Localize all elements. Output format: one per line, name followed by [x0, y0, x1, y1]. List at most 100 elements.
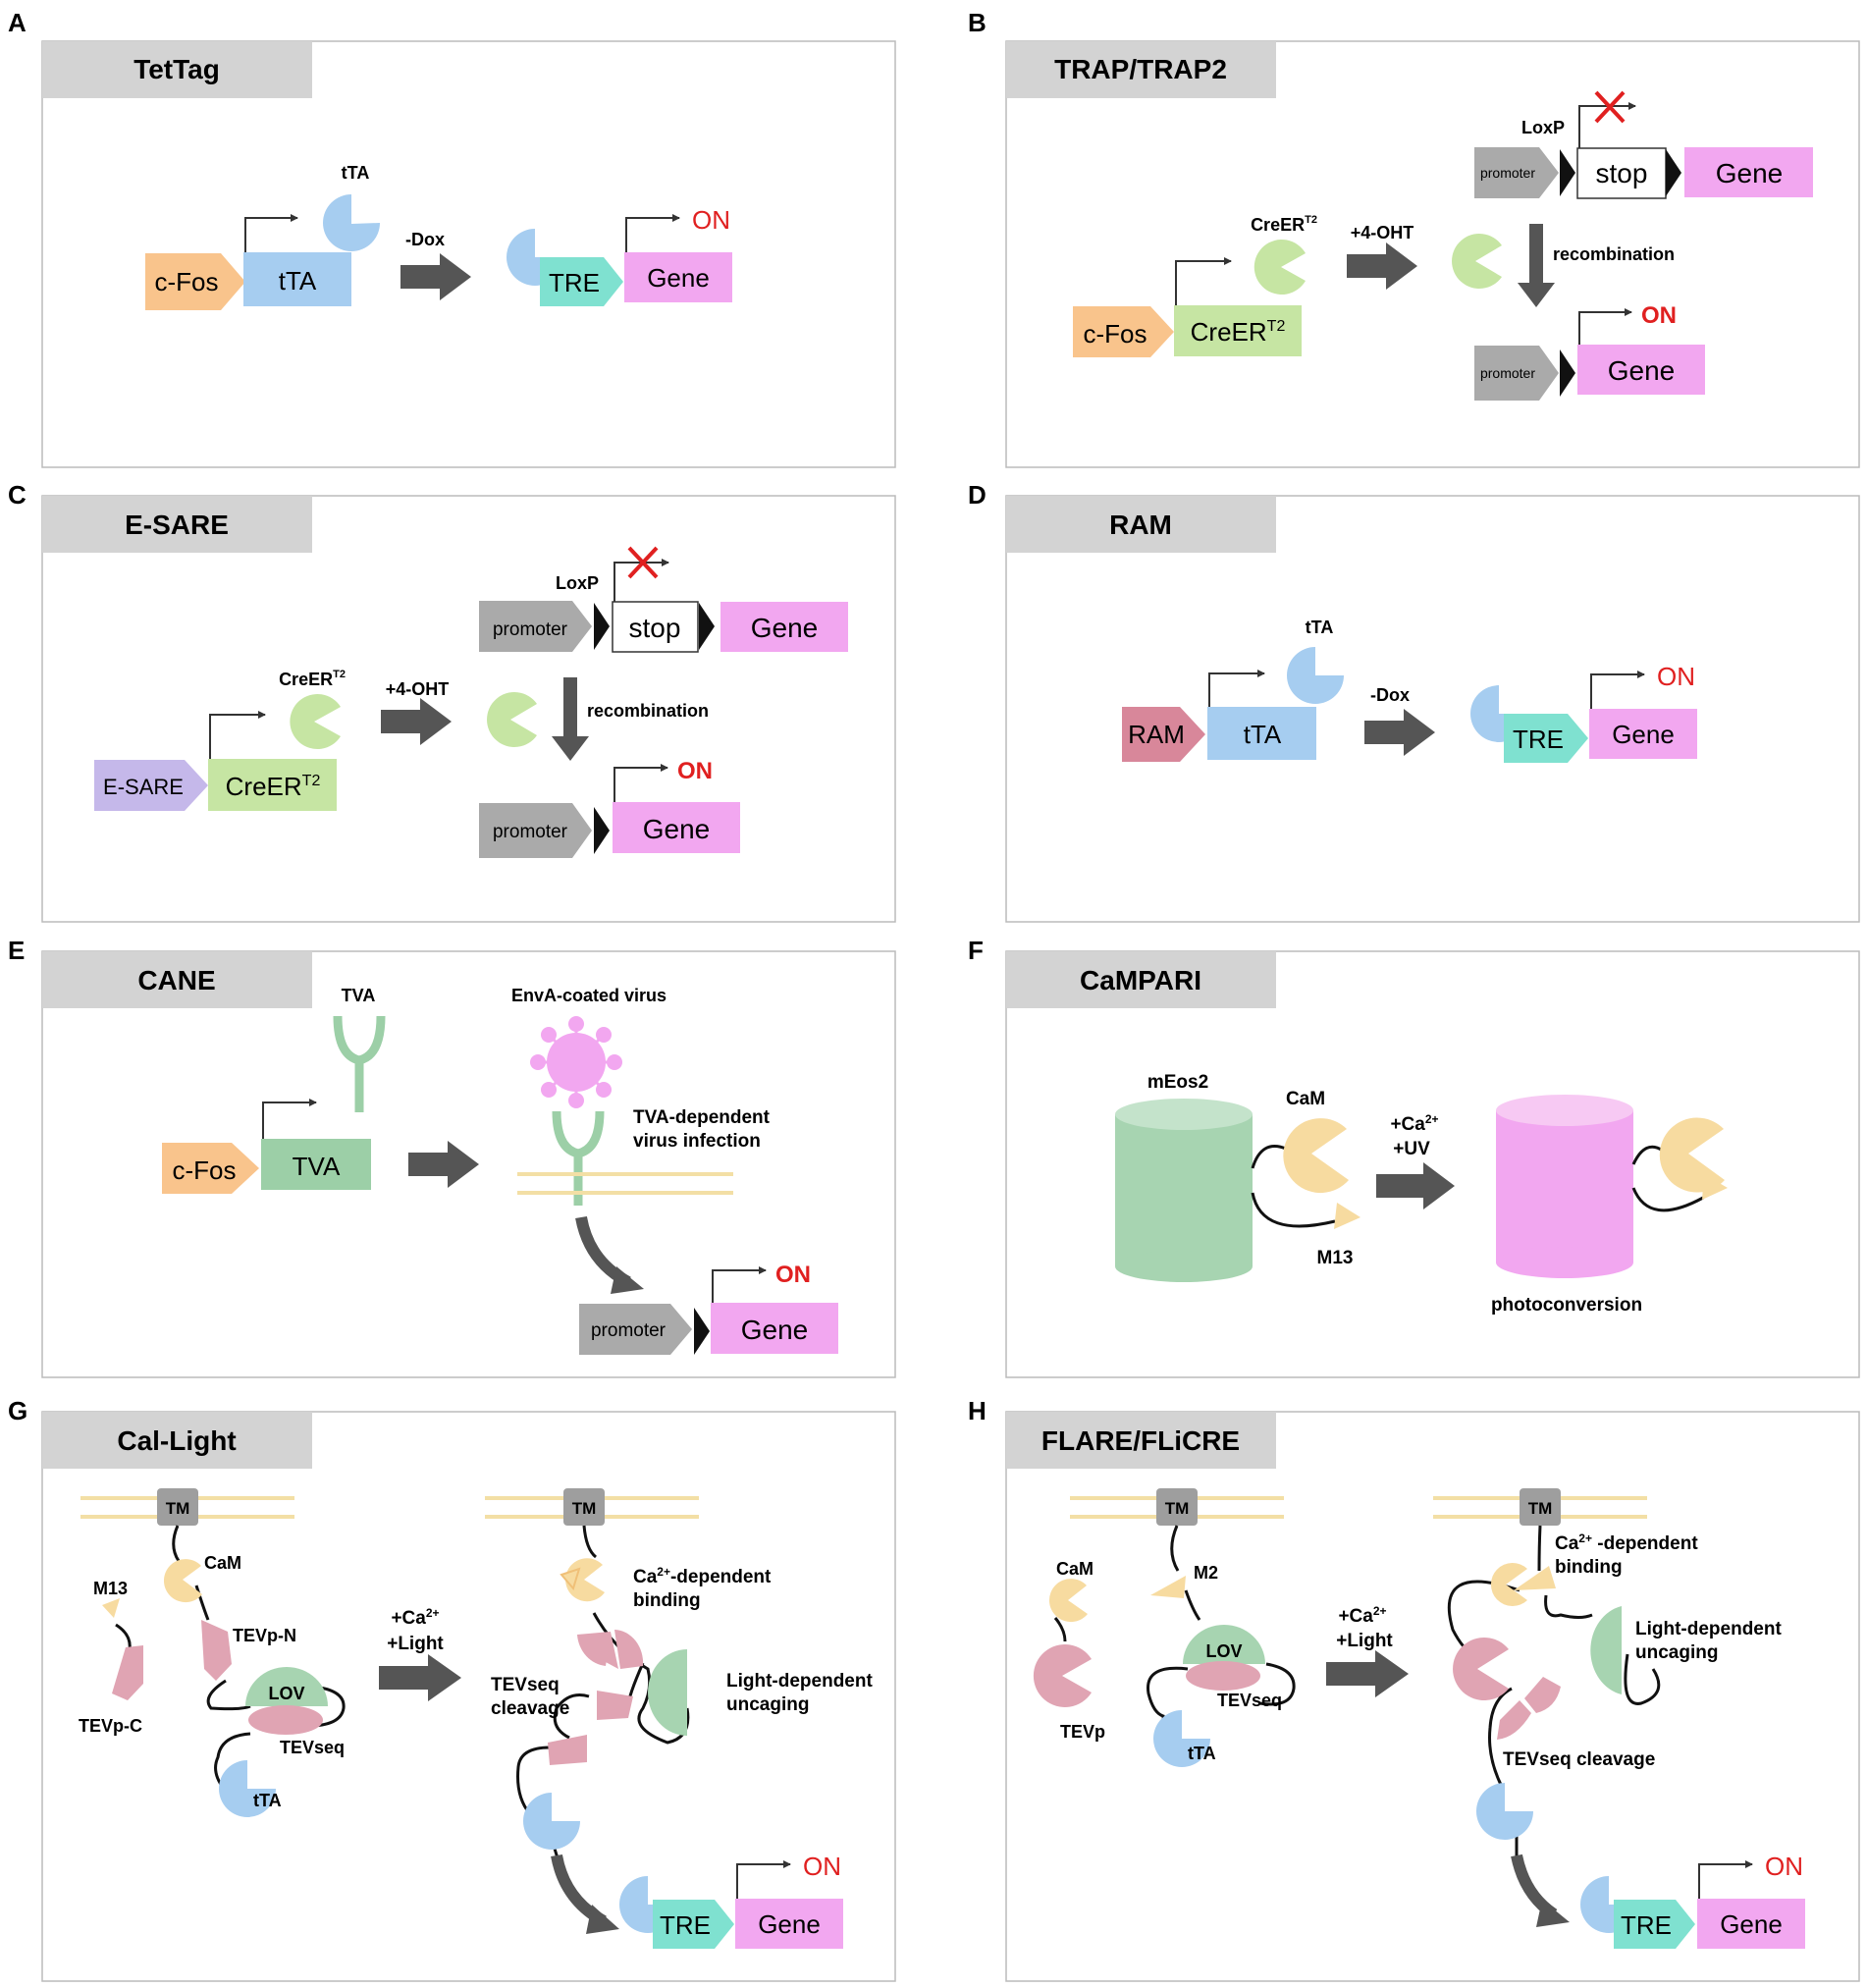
gene-box — [613, 802, 740, 853]
panel-frame — [41, 1411, 896, 1982]
loxp-site-icon — [594, 807, 610, 854]
cfos-label: c-Fos — [155, 267, 219, 296]
uv-label: +UV — [1393, 1139, 1430, 1159]
cfos-promoter-arrow — [1073, 306, 1174, 357]
oht-label: +4-OHT — [1351, 223, 1414, 242]
recombination-arrow — [1518, 224, 1555, 307]
lov-domain-icon — [1183, 1625, 1265, 1664]
cfos-label: c-Fos — [1084, 319, 1147, 349]
promoter-label: promoter — [591, 1320, 667, 1341]
stop-label: stop — [629, 613, 681, 643]
panel-letter-a: A — [8, 8, 27, 37]
lov-domain-open-icon — [648, 1649, 687, 1736]
cam-protein-bound-icon — [1659, 1117, 1725, 1193]
tevseq-label: TEVseq — [1217, 1691, 1282, 1710]
step-arrow — [400, 253, 471, 300]
tevseq-cleaved-icon — [548, 1735, 587, 1765]
binding-label-line2: binding — [1555, 1557, 1623, 1578]
cleavage-label-line2: cleavage — [491, 1698, 569, 1719]
tm-label: TM — [1528, 1499, 1553, 1518]
panel-title: E-SARE — [125, 510, 229, 540]
cam-label: CaM — [204, 1553, 241, 1573]
curved-step-arrowhead — [611, 1266, 644, 1294]
loxp-site-icon — [1560, 349, 1575, 397]
tva-receptor-icon — [552, 1110, 605, 1206]
cam-protein-icon — [163, 1559, 202, 1603]
tva-box-label: TVA — [293, 1152, 341, 1181]
tevseq-cleaved-icon — [1497, 1700, 1531, 1740]
transcription-start-arrow — [209, 711, 266, 759]
step-arrow — [1376, 1162, 1455, 1209]
tre-label: TRE — [1513, 725, 1564, 754]
cam-protein-bound-icon — [565, 1558, 605, 1602]
gene-box — [624, 252, 732, 302]
tevp-protein-icon — [1033, 1644, 1092, 1707]
uncaging-label-line1: Light-dependent — [1635, 1619, 1782, 1639]
panel-title-bg — [42, 951, 312, 1008]
tevseq-icon — [248, 1705, 323, 1735]
panel-d: D RAM RAM tTA tTA -Dox TRE Gene ON — [968, 480, 1860, 923]
binding-label-line2: binding — [633, 1590, 701, 1611]
on-label: ON — [1765, 1852, 1803, 1881]
step-arrow — [379, 1654, 461, 1701]
panel-frame — [1005, 40, 1860, 468]
tre-label: TRE — [549, 268, 600, 297]
cam-label: CaM — [1286, 1089, 1325, 1109]
tre-element-arrow — [540, 257, 623, 306]
m13-peptide-icon — [102, 1598, 120, 1618]
tta-protein-label: tTA — [1306, 618, 1334, 637]
tta-protein-icon — [1153, 1710, 1210, 1767]
tva-gene-box — [261, 1139, 371, 1190]
curved-step-arrowhead — [586, 1905, 619, 1934]
curved-step-arrowhead — [1536, 1900, 1570, 1927]
tevseq-icon — [1186, 1661, 1260, 1691]
loxp-site-icon — [594, 603, 610, 650]
transcription-start-arrow — [736, 1860, 791, 1899]
lov-domain-open-icon — [1590, 1606, 1622, 1694]
linker-line — [115, 1525, 346, 1790]
cam-protein-icon — [1283, 1118, 1349, 1194]
tta-protein-released-icon — [1476, 1783, 1533, 1840]
promoter-label: promoter — [493, 619, 568, 640]
stop-label: stop — [1596, 158, 1648, 188]
loxp-site-icon — [699, 603, 715, 650]
tevp-reconstituted-icon — [577, 1632, 611, 1666]
panel-a: A TetTag c-Fos tTA tTA -Dox TRE Gene ON — [8, 8, 896, 468]
tevseq-label: TEVseq — [280, 1738, 345, 1757]
m2-peptide-bound-icon — [1514, 1566, 1556, 1590]
tevp-label: TEVp — [1060, 1722, 1105, 1742]
calcium-label: +Ca2+ — [1390, 1112, 1438, 1135]
creert2-protein-icon — [290, 694, 341, 749]
gene-box — [1589, 709, 1697, 759]
dox-label: -Dox — [1370, 685, 1410, 705]
transcription-start-arrow — [1578, 102, 1636, 148]
stop-box — [612, 601, 699, 653]
panel-letter-e: E — [8, 936, 25, 965]
recombination-label: recombination — [1553, 244, 1675, 264]
cfos-label: c-Fos — [173, 1155, 237, 1185]
cleavage-label: TEVseq cleavage — [1503, 1749, 1655, 1770]
cre-protein-label: CreERT2 — [279, 669, 346, 689]
transcription-start-arrow — [613, 559, 669, 602]
m13-peptide-icon — [1334, 1203, 1360, 1229]
tta-protein-icon — [323, 194, 380, 251]
transcription-start-arrow — [262, 1099, 317, 1139]
tevp-n-label: TEVp-N — [233, 1626, 296, 1645]
tm-label: TM — [166, 1499, 190, 1518]
cam-label: CaM — [1056, 1559, 1094, 1579]
recombination-arrow — [552, 677, 589, 761]
m13-label: M13 — [1317, 1248, 1354, 1268]
gene-label: Gene — [751, 613, 819, 643]
infection-label-line2: virus infection — [633, 1131, 761, 1152]
esare-label: E-SARE — [103, 775, 184, 799]
tta-protein-label: tTA — [342, 163, 370, 183]
promoter-arrow — [479, 803, 592, 858]
cleavage-label-line1: TEVseq — [491, 1675, 560, 1695]
cam-protein-icon — [1048, 1579, 1088, 1623]
panel-title: TRAP/TRAP2 — [1054, 54, 1227, 84]
panel-letter-f: F — [968, 936, 984, 965]
tre-label: TRE — [1621, 1910, 1672, 1940]
panel-frame — [1005, 1411, 1860, 1982]
panel-title: Cal-Light — [117, 1425, 236, 1456]
step-arrow — [381, 698, 452, 745]
